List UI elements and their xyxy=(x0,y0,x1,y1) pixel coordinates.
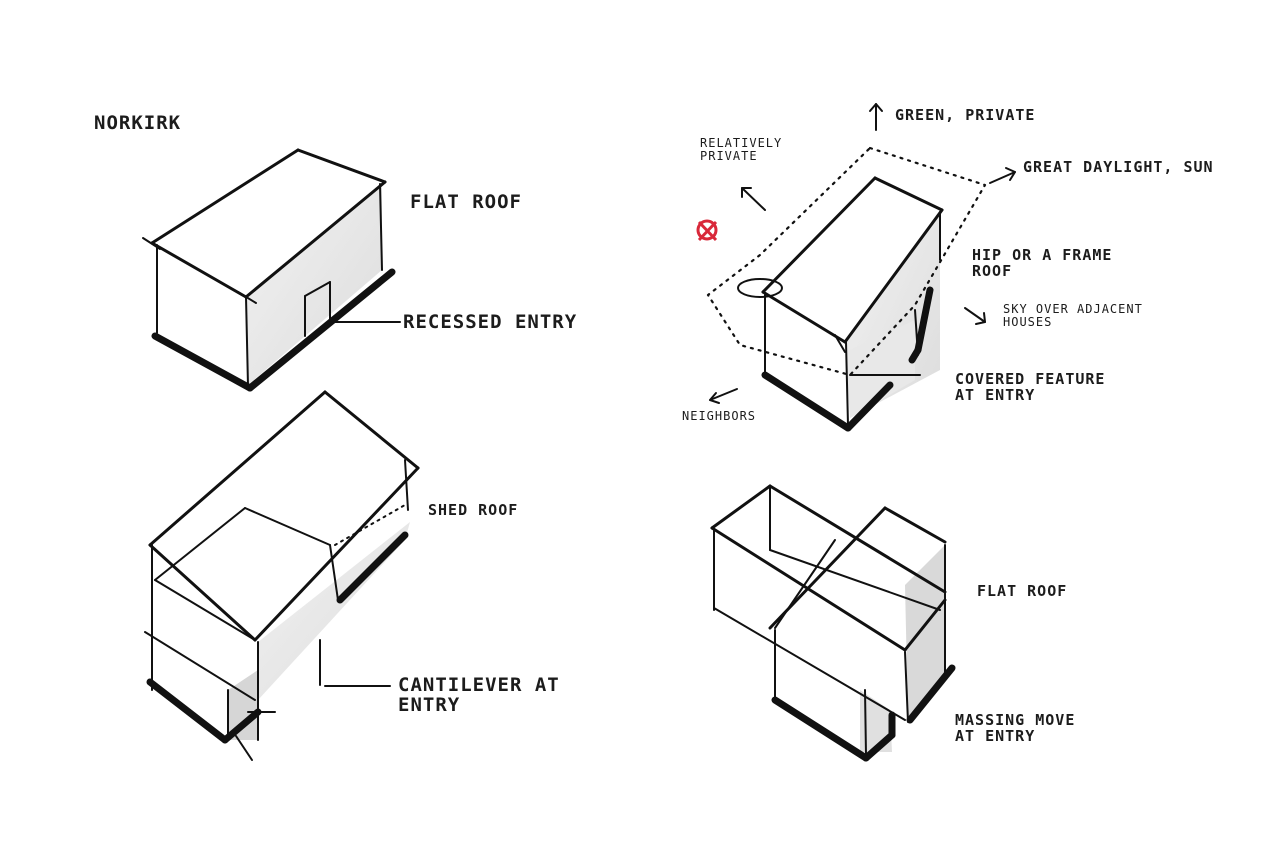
sketch-crossing-masses xyxy=(710,484,956,762)
direction-arrows xyxy=(709,103,1016,404)
side-face-shade xyxy=(245,185,382,385)
sketch1-roof-label: FLAT ROOF xyxy=(410,191,522,213)
project-title: NORKIRK xyxy=(94,112,182,134)
sketch4-roof-label: FLAT ROOF xyxy=(977,582,1068,600)
sketch4-entry-label: MASSING MOVE AT ENTRY xyxy=(955,711,1076,745)
sketch-hip-roof-site xyxy=(696,103,1016,432)
sketch3-privacy-label: RELATIVELY PRIVATE xyxy=(700,136,783,163)
sketch3-daylight-label: GREAT DAYLIGHT, SUN xyxy=(1023,158,1214,176)
sketch3-entry-label: COVERED FEATURE AT ENTRY xyxy=(955,370,1106,404)
sketch-shed-roof-box xyxy=(144,390,420,761)
sketch3-neighbors-label: NEIGHBORS xyxy=(682,409,757,423)
sketch3-roof-label: HIP OR A FRAME ROOF xyxy=(972,246,1113,280)
sketch2-roof-label: SHED ROOF xyxy=(428,501,519,519)
sketch2-entry-label: CANTILEVER AT ENTRY xyxy=(398,674,560,716)
sketch-flat-roof-box xyxy=(142,148,401,392)
sketch3-north-label: GREEN, PRIVATE xyxy=(895,106,1036,124)
red-marker-icon xyxy=(696,219,718,242)
sketch3-sky-label: SKY OVER ADJACENT HOUSES xyxy=(1003,302,1143,329)
side-face-shade xyxy=(905,545,945,720)
entry-shade xyxy=(850,320,915,418)
entry-shade xyxy=(860,690,892,752)
sketch1-entry-label: RECESSED ENTRY xyxy=(403,311,578,333)
